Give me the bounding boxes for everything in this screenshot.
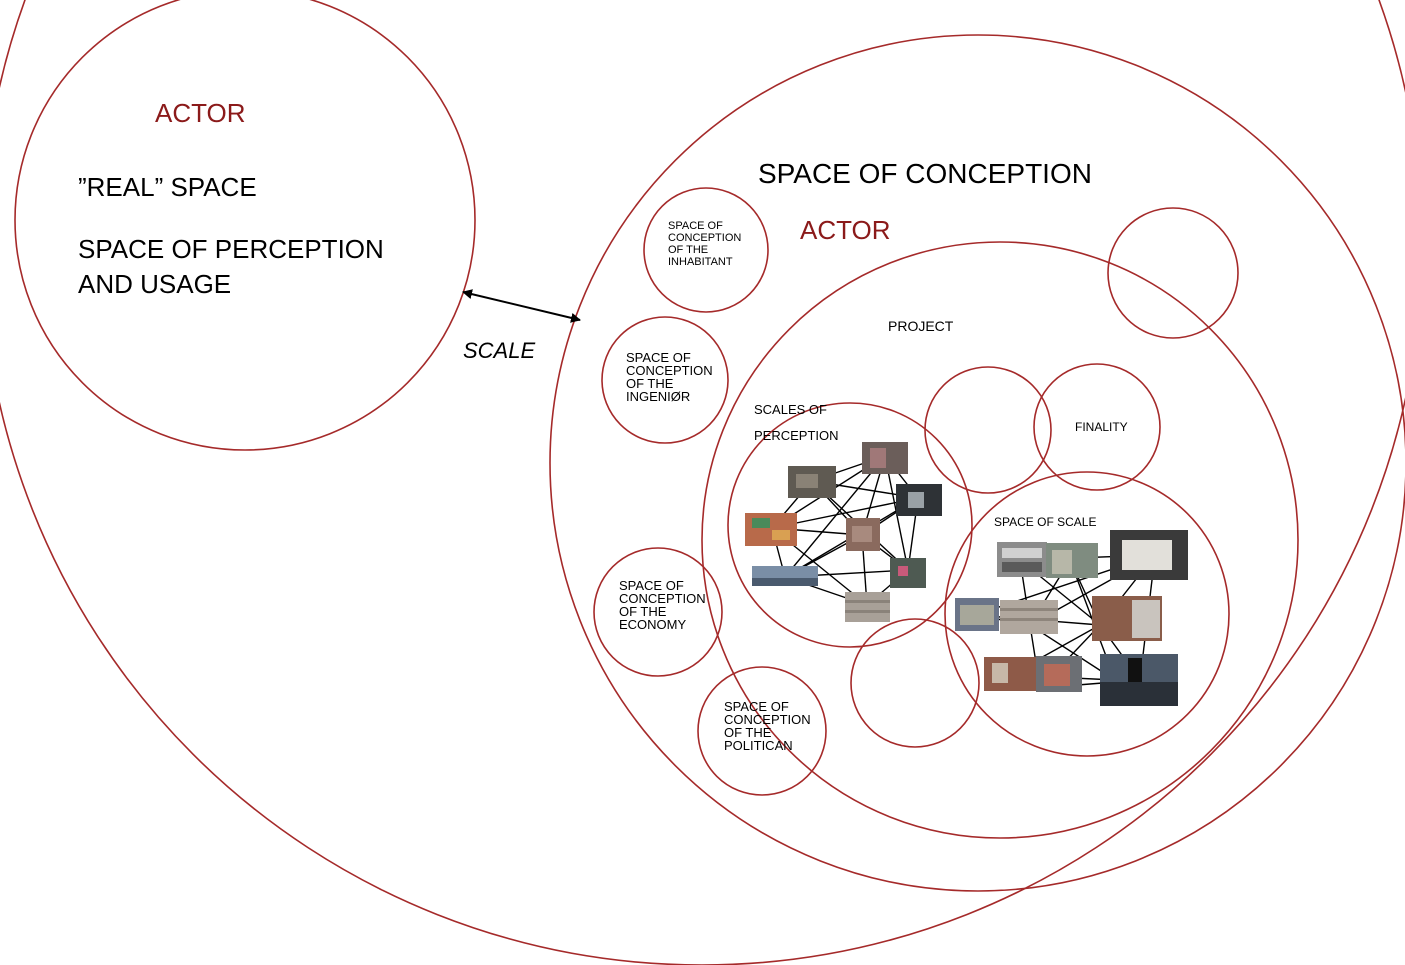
finality-circle (1033, 363, 1161, 491)
conception-title: SPACE OF CONCEPTION (758, 158, 1092, 189)
politican-label: SPACE OF CONCEPTION OF THE POLITICAN (724, 699, 811, 753)
ingenior-circle (601, 316, 729, 444)
inner-actor-circle (701, 241, 1299, 839)
inhabitant-label: SPACE OF CONCEPTION OF THE INHABITANT (668, 220, 742, 268)
project-label: PROJECT (888, 318, 954, 334)
empty-circle-middle (924, 366, 1052, 494)
real-space-label: ”REAL” SPACE (78, 172, 257, 202)
photo-perception-8 (845, 592, 890, 622)
finality-label: FINALITY (1075, 420, 1128, 434)
economy-circle (593, 547, 723, 677)
space-of-scale-circle (944, 471, 1230, 757)
empty-circle-top-right (1107, 207, 1239, 339)
perception-photos (745, 442, 942, 622)
conception-actor-label: ACTOR (800, 215, 891, 245)
scale-label: SCALE (463, 338, 536, 363)
photo-scale-7 (984, 657, 1036, 691)
perception-label: PERCEPTION (754, 428, 839, 443)
economy-label: SPACE OF CONCEPTION OF THE ECONOMY (619, 578, 706, 632)
outer-actor-label: ACTOR (155, 98, 246, 128)
inhabitant-circle (643, 187, 769, 313)
scale-photos (955, 530, 1188, 706)
politican-circle (697, 666, 827, 796)
conception-circle (549, 34, 1405, 892)
photo-perception-4 (745, 513, 797, 546)
photo-scale-5 (1000, 600, 1058, 634)
scale-arrow (462, 289, 581, 323)
scales-of-label: SCALES OF (754, 402, 827, 417)
space-of-scale-label: SPACE OF SCALE (994, 515, 1097, 529)
empty-circle-bottom (850, 618, 980, 748)
ingenior-label: SPACE OF CONCEPTION OF THE INGENIØR (626, 350, 713, 404)
actor-circle (14, 0, 476, 451)
perception-circle (727, 402, 973, 648)
perception-usage-label: SPACE OF PERCEPTION AND USAGE (78, 234, 384, 299)
